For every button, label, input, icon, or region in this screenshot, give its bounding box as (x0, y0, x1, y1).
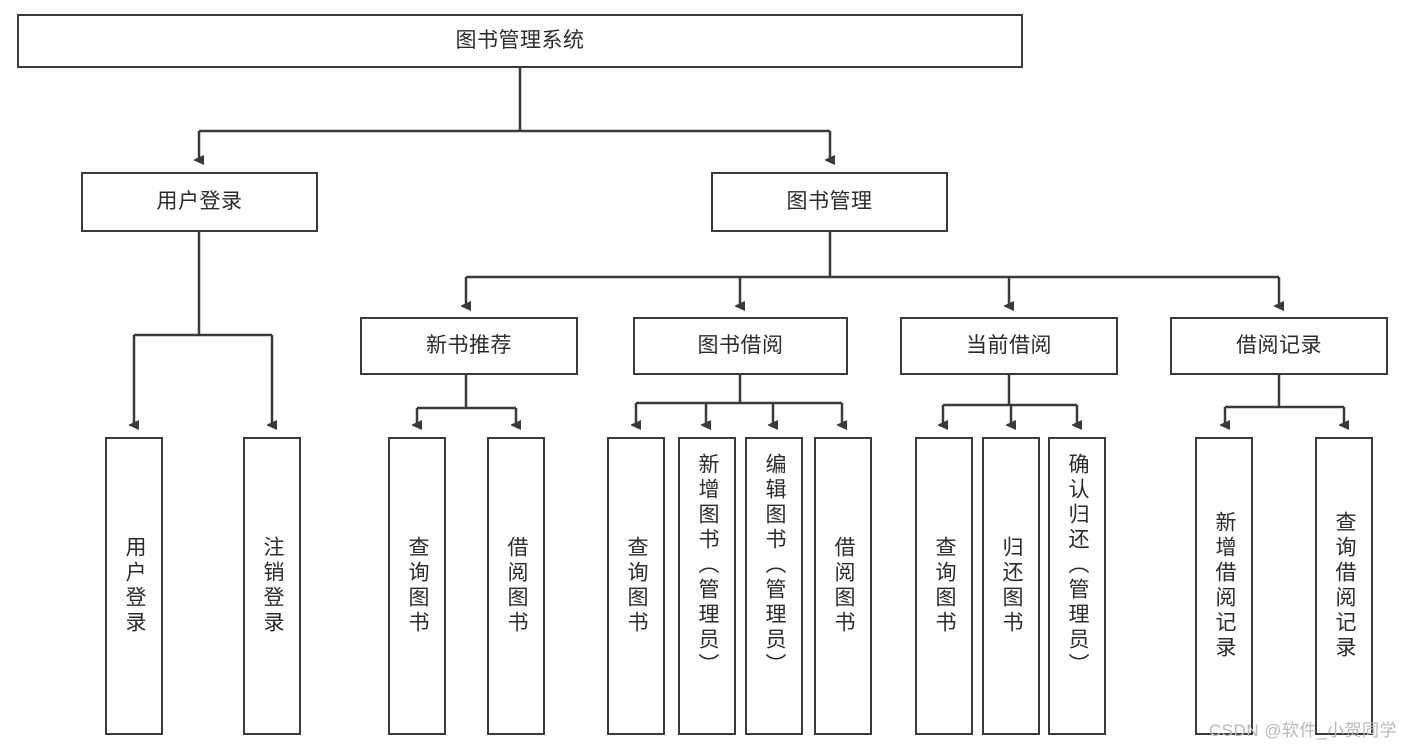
node-label: 编辑图书（管理员） (763, 453, 787, 678)
node-label: 查询借阅记录 (1333, 511, 1357, 661)
node-label: 注销登录 (261, 536, 285, 636)
leaf-record-query-record[interactable]: 查询借阅记录 (1315, 437, 1373, 735)
node-label: 用户登录 (156, 190, 243, 214)
node-label: 新书推荐 (426, 334, 512, 358)
node-label: 图书管理 (786, 190, 873, 214)
node-label: 图书管理系统 (455, 29, 585, 53)
leaf-current-confirm-return-admin[interactable]: 确认归还（管理员） (1048, 437, 1106, 735)
node-label: 借阅图书 (832, 536, 856, 636)
leaf-borrow-edit-book-admin[interactable]: 编辑图书（管理员） (745, 437, 803, 735)
node-root-book-management-system[interactable]: 图书管理系统 (17, 14, 1023, 68)
leaf-borrow-borrow-book[interactable]: 借阅图书 (814, 437, 872, 735)
leaf-record-add-record[interactable]: 新增借阅记录 (1195, 437, 1253, 735)
node-book-management[interactable]: 图书管理 (711, 172, 948, 232)
node-label: 归还图书 (1000, 536, 1024, 636)
node-label: 查询图书 (625, 536, 649, 636)
node-label: 确认归还（管理员） (1066, 453, 1090, 678)
node-label: 新增借阅记录 (1213, 511, 1237, 661)
leaf-recommend-query-book[interactable]: 查询图书 (388, 437, 446, 735)
node-label: 新增图书（管理员） (696, 453, 720, 678)
leaf-borrow-query-book[interactable]: 查询图书 (607, 437, 665, 735)
leaf-user-login-logout[interactable]: 注销登录 (243, 437, 301, 735)
node-label: 查询图书 (406, 536, 430, 636)
leaf-user-login-login[interactable]: 用户登录 (105, 437, 163, 735)
node-label: 当前借阅 (966, 334, 1052, 358)
node-borrow-record[interactable]: 借阅记录 (1170, 317, 1388, 375)
leaf-borrow-add-book-admin[interactable]: 新增图书（管理员） (678, 437, 736, 735)
node-label: 借阅记录 (1236, 334, 1322, 358)
node-current-borrow[interactable]: 当前借阅 (900, 317, 1118, 375)
leaf-current-return-book[interactable]: 归还图书 (982, 437, 1040, 735)
node-new-book-recommend[interactable]: 新书推荐 (360, 317, 578, 375)
node-label: 图书借阅 (697, 334, 784, 358)
node-user-login[interactable]: 用户登录 (81, 172, 318, 232)
csdn-watermark: CSDN @软件_小贺同学 (1208, 721, 1397, 740)
node-label: 用户登录 (123, 536, 147, 636)
node-book-borrow[interactable]: 图书借阅 (633, 317, 848, 375)
node-label: 查询图书 (933, 536, 957, 636)
leaf-current-query-book[interactable]: 查询图书 (915, 437, 973, 735)
node-label: 借阅图书 (505, 536, 529, 636)
leaf-recommend-borrow-book[interactable]: 借阅图书 (487, 437, 545, 735)
